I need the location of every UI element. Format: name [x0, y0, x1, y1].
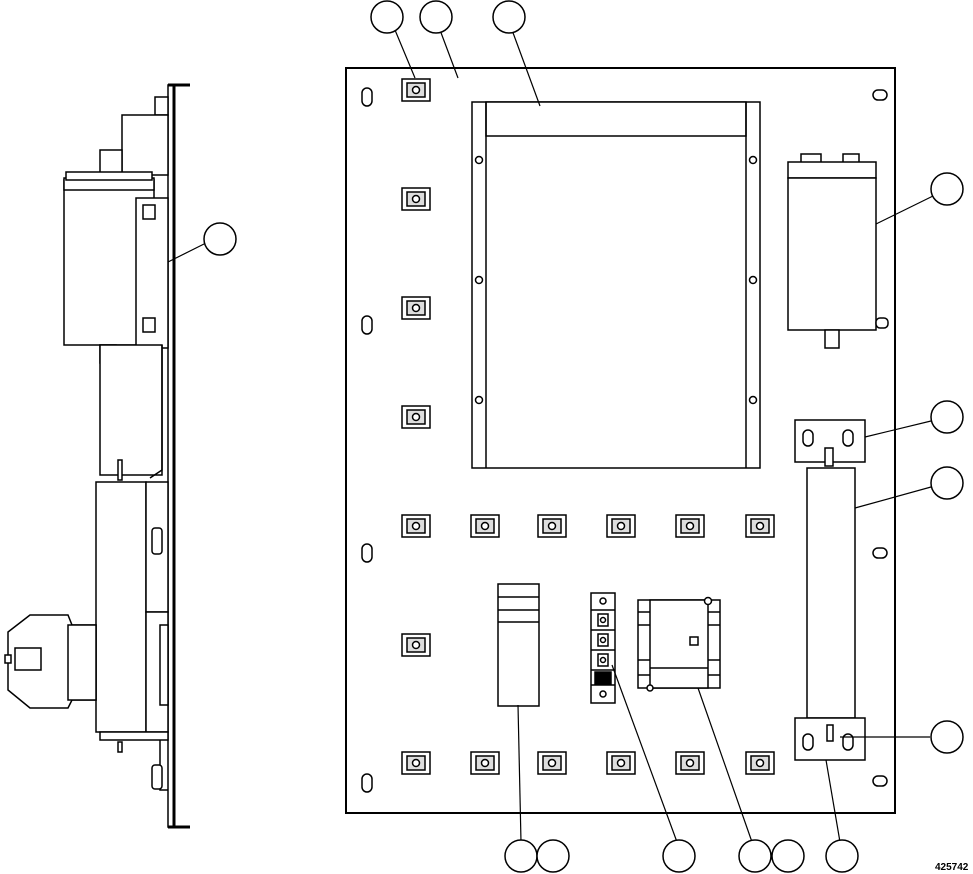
terminal-block [537, 514, 567, 538]
terminal-block [401, 751, 431, 775]
terminal-block [675, 514, 705, 538]
mount-slot [872, 547, 888, 559]
contactor-module [787, 153, 889, 349]
mount-slot [361, 773, 373, 793]
side-transformer [99, 344, 163, 476]
callout-balloon [662, 839, 696, 873]
callout-balloon [771, 839, 805, 873]
leader-lines [167, 29, 934, 843]
terminal-block [401, 296, 431, 320]
terminal-block [401, 78, 431, 102]
terminal-strip [590, 592, 616, 704]
mount-slot [872, 89, 888, 101]
callout-balloon [930, 400, 964, 434]
terminal-block [470, 514, 500, 538]
figure-number: 425742 [935, 862, 969, 873]
terminal-block [470, 751, 500, 775]
terminal-block [675, 751, 705, 775]
side-view [4, 83, 190, 829]
side-lower-housing [95, 481, 147, 733]
front-view [167, 0, 964, 873]
transformer-module [471, 101, 761, 469]
terminal-block [745, 751, 775, 775]
terminal-block [401, 514, 431, 538]
callout-balloon [930, 466, 964, 500]
callout-balloon [203, 222, 237, 256]
terminal-block [401, 633, 431, 657]
terminal-blocks [401, 78, 775, 775]
callout-balloon [419, 0, 453, 34]
mount-slot [361, 543, 373, 563]
terminal-block [537, 751, 567, 775]
relay-module [497, 583, 540, 707]
callout-balloon [536, 839, 570, 873]
mount-slot [361, 87, 373, 107]
terminal-block [606, 751, 636, 775]
callout-balloons [203, 0, 964, 873]
resistor-assembly [794, 419, 866, 761]
callout-balloon [930, 720, 964, 754]
terminal-block [401, 405, 431, 429]
callout-balloon [504, 839, 538, 873]
callout-balloon [825, 839, 859, 873]
terminal-block [745, 514, 775, 538]
callout-balloon [930, 172, 964, 206]
callout-balloon [370, 0, 404, 34]
mount-slot [872, 775, 888, 787]
timer-module [637, 596, 721, 692]
mount-slot [361, 315, 373, 335]
callout-balloon [738, 839, 772, 873]
terminal-block [606, 514, 636, 538]
callout-balloon [492, 0, 526, 34]
terminal-block [401, 187, 431, 211]
